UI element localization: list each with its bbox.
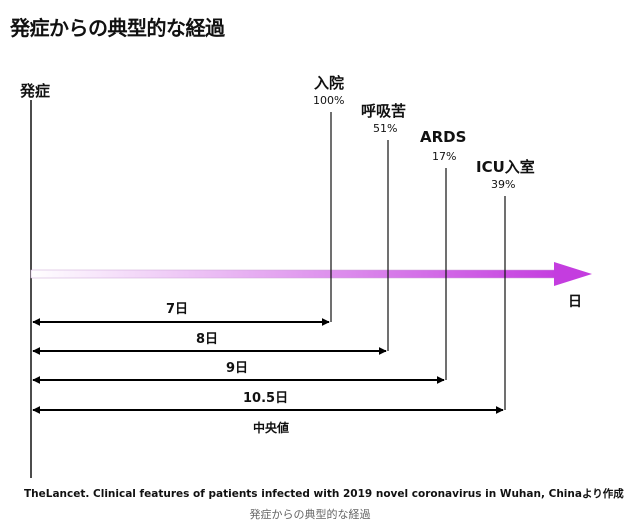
onset-label: 発症 bbox=[20, 82, 51, 100]
figure-caption: 発症からの典型的な経過 bbox=[249, 508, 371, 521]
days-label-admission: 7日 bbox=[166, 302, 189, 317]
event-percent-dyspnea: 51% bbox=[373, 122, 398, 135]
event-percent-icu: 39% bbox=[491, 178, 516, 191]
median-label: 中央値 bbox=[253, 421, 290, 435]
timeline-arrow-head bbox=[554, 262, 592, 286]
event-label-ards: ARDS bbox=[420, 128, 467, 146]
event-label-admission: 入院 bbox=[314, 74, 345, 92]
event-label-dyspnea: 呼吸苦 bbox=[361, 102, 407, 120]
days-label-ards: 9日 bbox=[226, 361, 249, 376]
axis-unit-label: 日 bbox=[568, 294, 582, 310]
days-label-dyspnea: 8日 bbox=[196, 332, 219, 347]
event-percent-ards: 17% bbox=[432, 150, 457, 163]
source-citation: TheLancet. Clinical features of patients… bbox=[24, 488, 624, 500]
days-label-icu: 10.5日 bbox=[243, 391, 289, 406]
event-label-icu: ICU入室 bbox=[476, 158, 535, 176]
page-title: 発症からの典型的な経過 bbox=[10, 16, 225, 40]
event-percent-admission: 100% bbox=[313, 94, 345, 107]
timeline-arrow-shaft bbox=[30, 269, 559, 279]
